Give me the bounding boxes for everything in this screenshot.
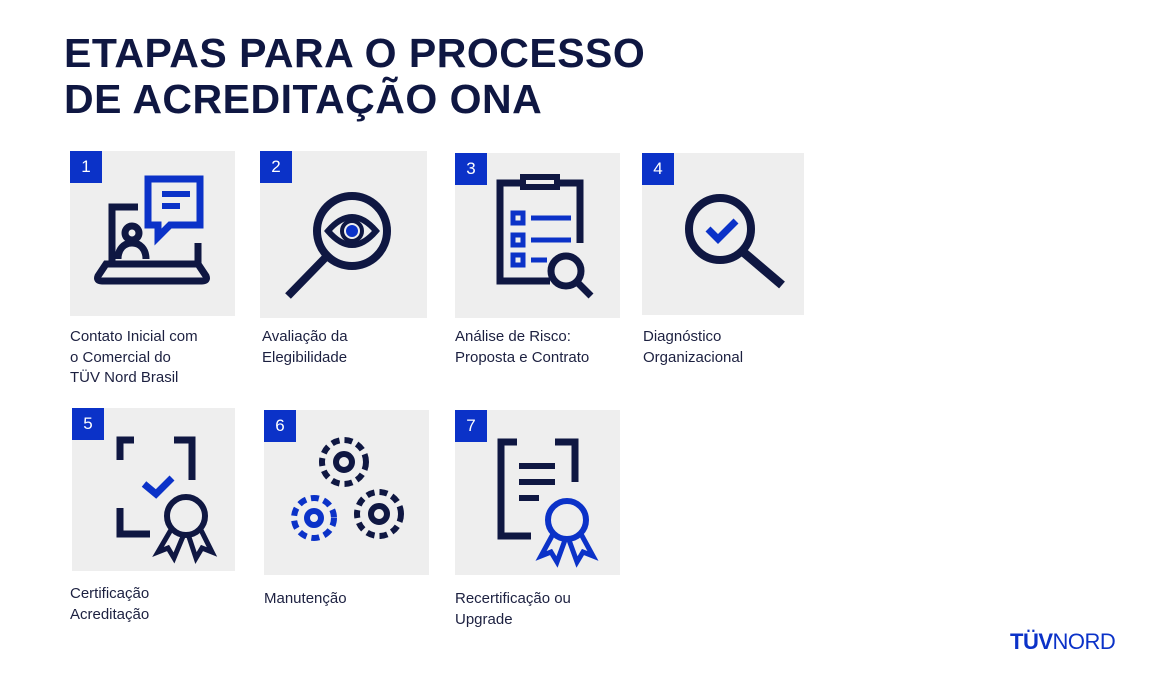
- step-2-tile: 2: [260, 151, 427, 318]
- laptop-chat-icon: [94, 175, 210, 285]
- step-number-badge: 5: [72, 408, 104, 440]
- step-3-tile: 3: [455, 153, 620, 318]
- magnifier-eye-icon: [285, 192, 391, 299]
- step-number-badge: 1: [70, 151, 102, 183]
- step-3-label: Análise de Risco:Proposta e Contrato: [455, 328, 590, 366]
- certificate-check-icon: [116, 436, 218, 564]
- step-1-tile: 1: [70, 151, 235, 316]
- clipboard-search-icon: [496, 174, 594, 299]
- step-6-tile: 6: [264, 410, 429, 575]
- step-number-badge: 2: [260, 151, 292, 183]
- tuv-nord-logo: TÜVNORD: [1010, 629, 1116, 654]
- step-number-badge: 6: [264, 410, 296, 442]
- step-number-badge: 3: [455, 153, 487, 185]
- magnifier-check-icon: [685, 194, 785, 289]
- step-number-badge: 7: [455, 410, 487, 442]
- step-7-tile: 7: [455, 410, 620, 575]
- step-6-label: Manutenção: [264, 590, 347, 607]
- step-4-tile: 4: [642, 153, 804, 315]
- step-5-tile: 5: [72, 408, 235, 571]
- gears-icon: [291, 437, 404, 541]
- step-number-badge: 4: [642, 153, 674, 185]
- document-badge-icon: [497, 438, 599, 568]
